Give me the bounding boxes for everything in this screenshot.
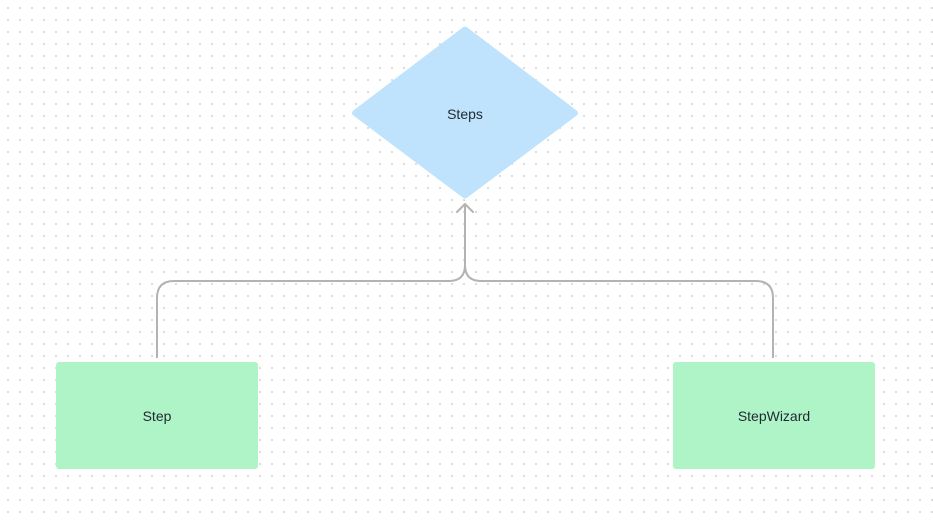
connectors: [156, 203, 774, 358]
node-steps[interactable]: Steps: [352, 26, 578, 199]
arrowhead-icon: [456, 203, 474, 213]
node-step-wizard[interactable]: StepWizard: [673, 362, 875, 469]
edge-stepwizard-to-steps: [464, 264, 774, 358]
edge-step-to-steps: [156, 204, 466, 358]
node-step[interactable]: Step: [56, 362, 258, 469]
node-steps-label: Steps: [447, 106, 483, 122]
diamond-shape: [352, 26, 578, 199]
node-step-label: Step: [143, 408, 172, 424]
rectangle-shape: [673, 362, 875, 469]
node-step-wizard-label: StepWizard: [738, 408, 810, 424]
rectangle-shape: [56, 362, 258, 469]
